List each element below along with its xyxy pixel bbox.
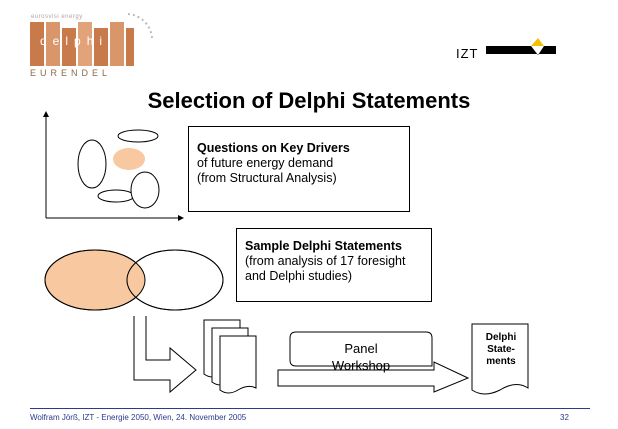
result-doc-line1: Delphi — [485, 332, 517, 343]
panel-label-line2: Workshop — [331, 358, 391, 373]
panel-label-line1: Panel — [344, 341, 378, 356]
logo-graphic-icon — [30, 13, 153, 66]
ellipse-tall-left — [77, 139, 107, 189]
structural-analysis-diagram — [43, 111, 184, 221]
ellipse-highlighted — [113, 148, 145, 170]
delphi-logo: eurosvisi energy delphi EURENDEL — [28, 8, 168, 88]
ellipse-bottom-right — [130, 171, 160, 209]
key-drivers-line1: of future energy demand — [197, 156, 334, 170]
footer-text: Wolfram Jörß, IZT - Energie 2050, Wien, … — [30, 413, 247, 422]
logo-main-text: delphi — [40, 34, 109, 48]
sample-statements-line1: (from analysis of 17 foresight — [245, 254, 406, 268]
sample-statements-line2: and Delphi studies) — [245, 269, 353, 283]
sample-statements-box: Sample Delphi Statements (from analysis … — [236, 228, 432, 302]
key-drivers-heading: Questions on Key Drivers — [197, 141, 350, 155]
page-number: 32 — [560, 413, 569, 422]
panel-workshop-shape — [277, 331, 470, 393]
key-drivers-box: Questions on Key Drivers of future energ… — [188, 126, 410, 212]
result-doc-line3: ments — [486, 356, 516, 367]
bent-arrow-icon — [133, 316, 197, 394]
ellipse-top-right — [117, 129, 159, 143]
result-doc-line2: State- — [487, 344, 515, 355]
result-document-label: Delphi State- ments — [472, 332, 530, 368]
ellipse-bottom-middle — [97, 189, 135, 203]
overlap-diagram — [44, 249, 224, 311]
logo-bottom-text: EURENDEL — [30, 68, 112, 78]
footer-divider — [30, 408, 590, 409]
slide-title: Selection of Delphi Statements — [147, 88, 471, 113]
document-stack-icon — [203, 319, 257, 394]
result-document-icon — [471, 323, 529, 395]
sample-statements-heading: Sample Delphi Statements — [245, 239, 402, 253]
logo-small-text: eurosvisi energy — [31, 14, 83, 20]
izt-label: IZT — [456, 46, 479, 61]
izt-logo-icon — [486, 38, 556, 55]
panel-workshop-label: Panel Workshop — [292, 340, 430, 374]
key-drivers-line2: (from Structural Analysis) — [197, 171, 337, 185]
